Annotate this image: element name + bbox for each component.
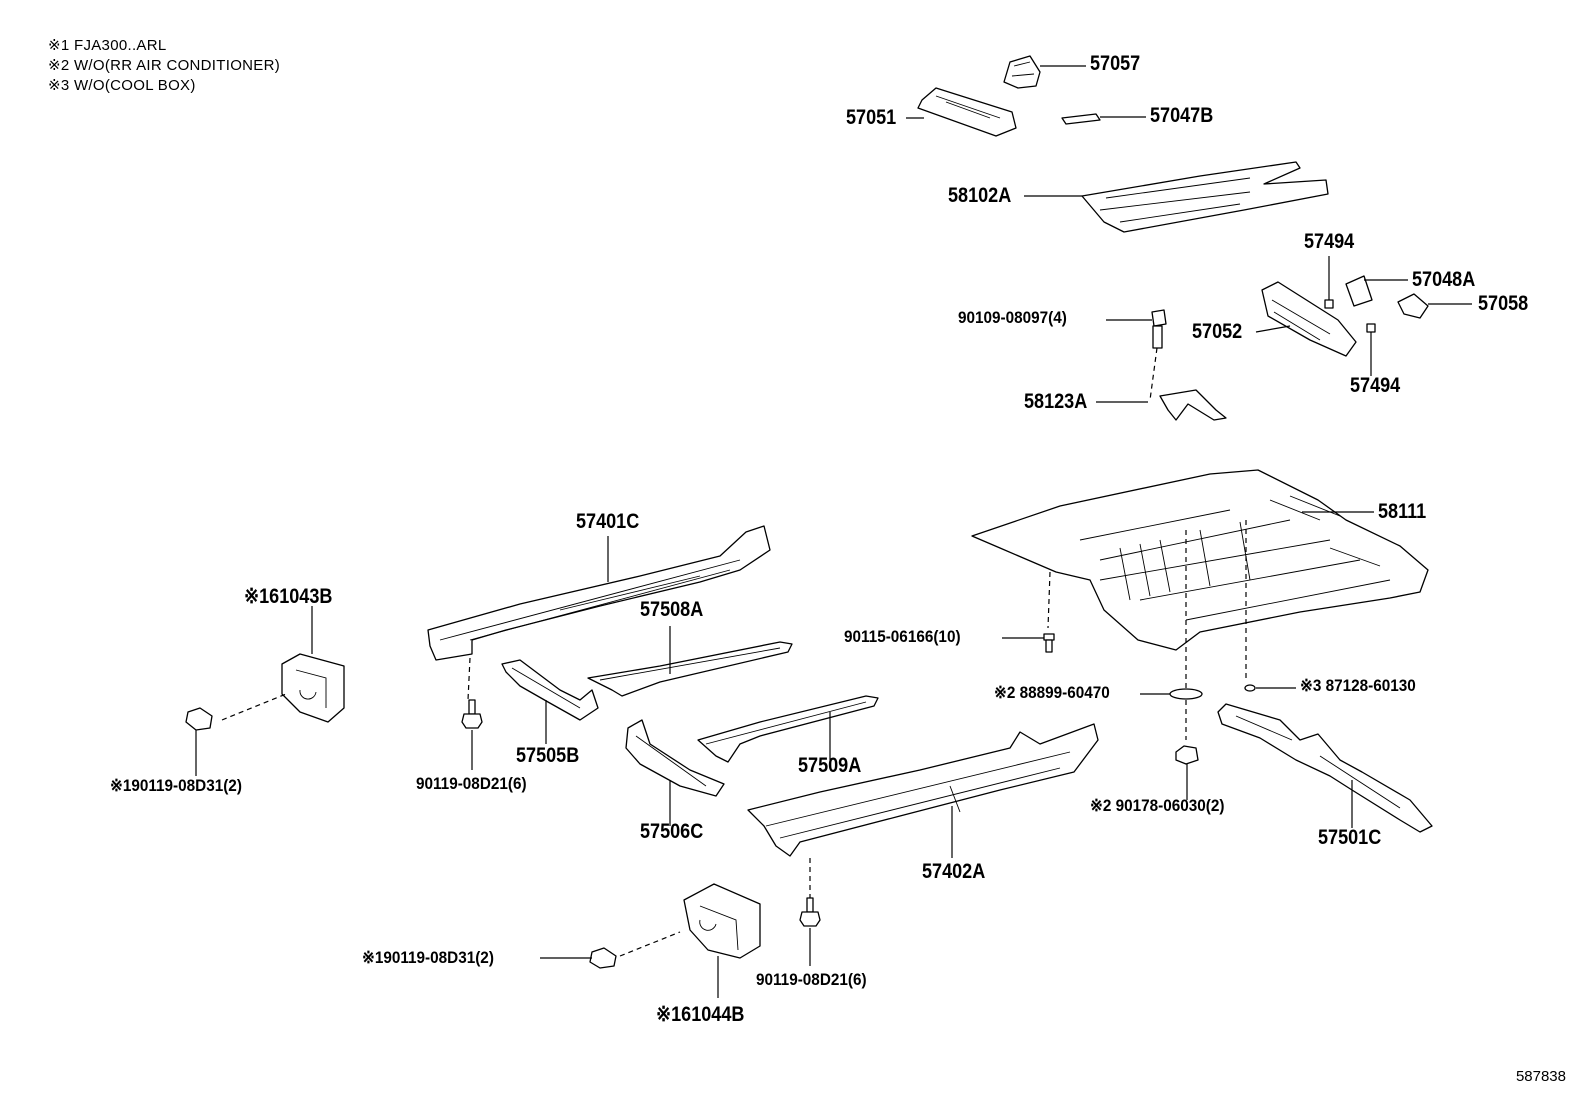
footnote-1: ※1 FJA300..ARL [48, 37, 167, 54]
label-90119-08D31-left[interactable]: ※190119-08D31(2) [110, 776, 242, 795]
label-90109-08097[interactable]: 90109-08097(4) [958, 308, 1067, 327]
part-57501C-drawing [1217, 703, 1433, 833]
label-57048A[interactable]: 57048A [1412, 268, 1476, 291]
footnote-3: ※3 W/O(COOL BOX) [48, 77, 196, 94]
label-90115-06166[interactable]: 90115-06166(10) [844, 627, 961, 646]
part-58111-drawing [971, 469, 1429, 690]
label-57494-top[interactable]: 57494 [1304, 230, 1355, 253]
part-57057-drawing [1003, 55, 1086, 89]
label-57494-bottom[interactable]: 57494 [1350, 374, 1401, 397]
label-57052[interactable]: 57052 [1192, 320, 1243, 343]
label-90119-08D21-bottom[interactable]: 90119-08D21(6) [756, 970, 867, 989]
label-57509A[interactable]: 57509A [798, 754, 862, 777]
part-90119-08D21-a-drawing [461, 699, 483, 770]
label-57047B[interactable]: 57047B [1150, 104, 1214, 127]
label-58102A[interactable]: 58102A [948, 184, 1012, 207]
label-61043B[interactable]: ※161043B [244, 585, 333, 608]
label-57506C[interactable]: 57506C [640, 820, 704, 843]
part-57494-drawing [1324, 256, 1376, 376]
label-90119-08D21-left[interactable]: 90119-08D21(6) [416, 774, 527, 793]
label-88899-60470[interactable]: ※2 88899-60470 [994, 683, 1110, 702]
label-61044B[interactable]: ※161044B [656, 1003, 745, 1026]
part-57402A-drawing [747, 723, 1099, 858]
label-57058[interactable]: 57058 [1478, 292, 1529, 315]
part-58102A-drawing [1024, 161, 1329, 233]
label-57505B[interactable]: 57505B [516, 744, 580, 767]
part-61043B-drawing [185, 606, 345, 776]
illustration-code: 587838 [1515, 1068, 1566, 1085]
label-57051[interactable]: 57051 [846, 106, 897, 129]
part-87128-drawing [1244, 684, 1296, 692]
part-57048A-drawing [1345, 275, 1408, 307]
footnotes: ※1 FJA300..ARL ※2 W/O(RR AIR CONDITIONER… [48, 36, 280, 96]
part-58123A-drawing [1096, 389, 1227, 421]
part-61044B-drawing [540, 883, 761, 998]
part-57047B-drawing [1061, 113, 1146, 125]
part-57052-drawing [1255, 281, 1357, 357]
part-57505B-drawing [501, 659, 599, 744]
label-90119-08D31-bottom[interactable]: ※190119-08D31(2) [362, 948, 494, 967]
part-57058-drawing [1397, 293, 1472, 319]
footnote-2: ※2 W/O(RR AIR CONDITIONER) [48, 57, 281, 74]
part-90115-drawing [1002, 633, 1055, 653]
label-57057[interactable]: 57057 [1090, 52, 1141, 75]
part-90109-drawing [1106, 309, 1167, 401]
part-90119-08D21-b-drawing [799, 858, 821, 966]
label-57401C[interactable]: 57401C [576, 510, 640, 533]
label-57508A[interactable]: 57508A [640, 598, 704, 621]
part-57509A-drawing [697, 695, 879, 763]
part-57508A-drawing [587, 626, 793, 697]
part-88899-drawing [1140, 688, 1203, 740]
part-57051-drawing [906, 87, 1017, 137]
part-57401C-drawing [427, 525, 771, 701]
label-58123A[interactable]: 58123A [1024, 390, 1088, 413]
label-57501C[interactable]: 57501C [1318, 826, 1382, 849]
label-90178-06030[interactable]: ※2 90178-06030(2) [1090, 796, 1225, 815]
label-58111[interactable]: 58111 [1378, 500, 1427, 523]
part-90178-drawing [1175, 745, 1199, 800]
part-57506C-drawing [625, 719, 725, 826]
label-57402A[interactable]: 57402A [922, 860, 986, 883]
label-87128-60130[interactable]: ※3 87128-60130 [1300, 676, 1416, 695]
